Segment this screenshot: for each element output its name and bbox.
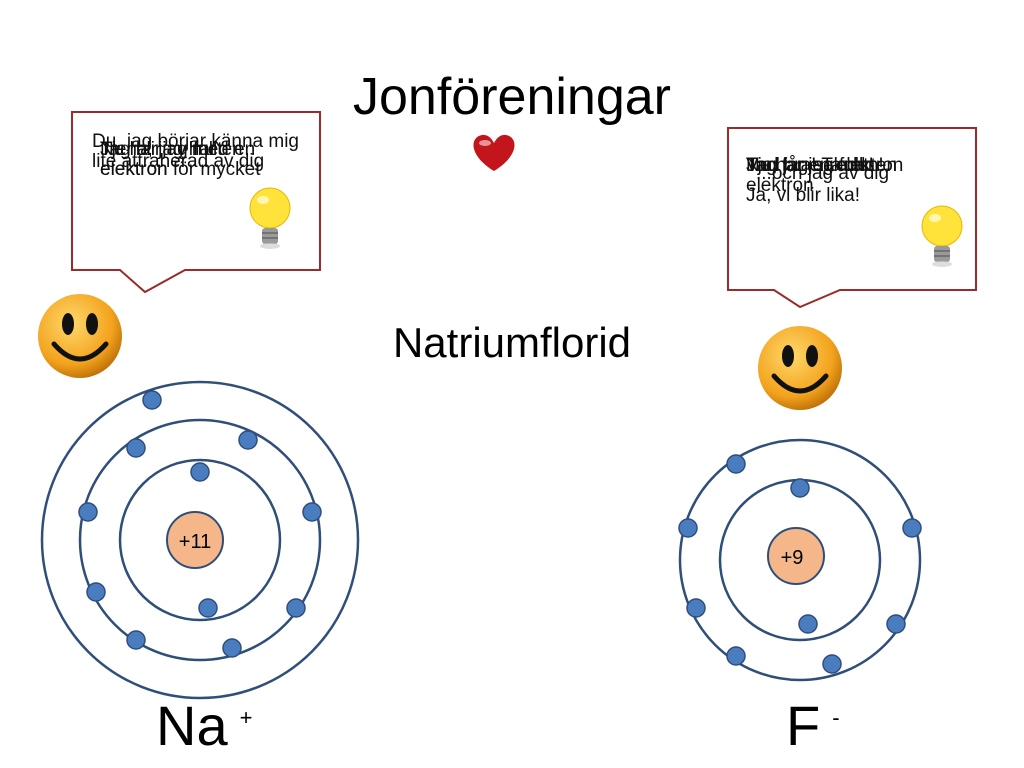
orbit-shell [78,418,322,662]
electron [286,598,306,618]
sodium-atom: +11 [40,380,360,700]
orbit-shell [40,380,360,700]
callout-line: Tjena, jag har en elektron för mycket [100,139,261,180]
fluorine-ion-label: F- [786,694,840,758]
callout-line: Nu har jag fullt [100,139,223,160]
heart-icon [473,134,515,171]
electron [790,478,810,498]
ion-charge: - [832,705,840,730]
left-speech-callout [71,111,321,294]
electron [726,646,746,666]
callout-line: Du, jag börjar känna mig lite attraherad… [92,131,305,172]
fluorine-atom: +9 [678,438,922,682]
right-speech-callout [727,127,977,309]
nucleus [767,527,825,585]
nucleus [166,511,224,569]
element-symbol: Na [156,694,228,757]
callout-line: Tja, jag saknar en elektron [746,155,903,196]
orbit-shell [678,438,922,682]
compound-name: Natriumflorid [392,319,632,366]
callout-line: Vad bra! Ta den! [746,155,884,176]
electron [222,638,242,658]
nucleus-label: +9 [781,547,804,569]
page-title: Jonföreningar [353,68,671,126]
electron [678,518,698,538]
callout-line: ...och jag av dig [756,163,890,184]
nucleus-label: +11 [179,531,211,553]
electron [190,462,210,482]
callout-line: Nu har jag fullt! [746,155,874,176]
electron [822,654,842,674]
electron [86,582,106,602]
electron [142,390,162,410]
electron [686,598,706,618]
electron [238,430,258,450]
callout-line: Jag får en elektron [746,155,904,176]
electron [798,614,818,634]
left-callout-text: Du, jag börjar känna mig lite attraherad… [92,132,304,242]
electron [126,438,146,458]
smiley-face-icon [758,326,842,410]
electron [886,614,906,634]
orbit-shell [118,458,282,622]
callout-line: Ja, vi blir lika! [746,185,861,206]
lightbulb-icon [921,205,963,267]
lightbulb-icon [249,187,291,249]
electron [126,630,146,650]
ion-charge: + [239,705,253,730]
smiley-face-icon [38,294,122,378]
element-symbol: F [786,694,821,757]
electron [902,518,922,538]
electron [198,598,218,618]
callout-line: Jag blir av med en elektron [100,139,261,180]
right-callout-text: Tja, jag saknar en elektron Vad bra! Ta … [746,156,956,256]
sodium-ion-label: Na + [156,694,252,758]
electron [78,502,98,522]
electron [302,502,322,522]
electron [726,454,746,474]
